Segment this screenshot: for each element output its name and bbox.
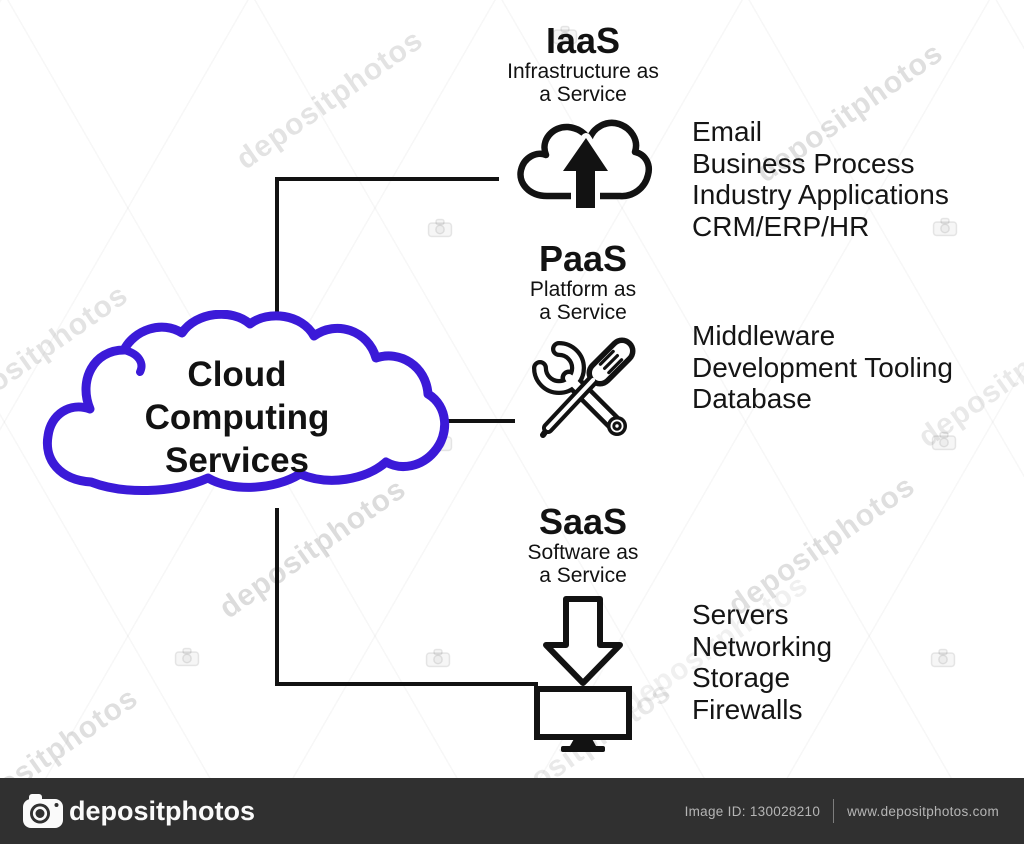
cloud-outline-path (42, 310, 450, 495)
camera-watermark-icon (932, 217, 958, 237)
camera-watermark-icon (552, 25, 578, 45)
cloud-label-line1: Cloud (187, 355, 287, 394)
iaas-title: IaaS (545, 20, 621, 61)
service-item: Firewalls (692, 693, 803, 725)
service-item: Servers (692, 599, 789, 630)
service-item: Industry Applications (692, 179, 949, 211)
cloud-label-line2: Computing (144, 398, 330, 437)
cloud-upload-icon (517, 119, 652, 213)
saas-item-list: Servers Networking Storage Firewalls (692, 599, 832, 725)
service-item: Business Process (692, 147, 915, 179)
connector-saas-horizontal (275, 682, 538, 686)
iaas-item-list: Email Business Process Industry Applicat… (692, 116, 949, 242)
camera-watermark-icon (427, 218, 453, 238)
paas-subtitle1: Platform as (529, 278, 637, 301)
service-item: Development Tooling (692, 351, 953, 383)
paas-title: PaaS (538, 238, 628, 279)
service-item: Database (692, 383, 812, 415)
paas-item-list: Middleware Development Tooling Database (692, 320, 953, 415)
service-item: Networking (692, 630, 833, 662)
iaas-subtitle2: a Service (539, 83, 627, 106)
service-item: CRM/ERP/HR (692, 210, 870, 242)
saas-subtitle2: a Service (539, 564, 627, 587)
download-to-monitor-icon (534, 596, 632, 752)
camera-watermark-icon (174, 647, 200, 667)
footer-meta: Image ID: 130028210 www.depositphotos.co… (685, 778, 999, 844)
cloud-label: Cloud Computing Services (97, 353, 377, 482)
saas-title: SaaS (538, 501, 628, 542)
wrench-screwdriver-icon (532, 337, 636, 438)
brand-name: depositphotos (69, 795, 255, 826)
connector-iaas-horizontal (275, 177, 499, 181)
branch-iaas: IaaS Infrastructure as a Service (443, 22, 723, 214)
camera-watermark-icon (931, 431, 957, 451)
camera-watermark-icon (930, 648, 956, 668)
service-item: Middleware (692, 320, 836, 351)
cloud-label-line3: Services (164, 441, 310, 480)
brand-logo: depositphotos (22, 778, 255, 844)
camera-watermark-icon (425, 648, 451, 668)
footer-divider (833, 799, 835, 823)
cloud-shape (42, 310, 450, 495)
connector-saas-vertical (275, 508, 279, 686)
watermark-text: depositphotos (230, 23, 430, 177)
paas-subtitle2: a Service (539, 301, 627, 324)
footer-bar: depositphotos Image ID: 130028210 www.de… (0, 778, 1024, 844)
connector-paas-horizontal (418, 419, 515, 423)
saas-subtitle1: Software as (527, 541, 639, 564)
connector-iaas-vertical (275, 177, 279, 317)
service-item: Email (692, 116, 763, 147)
branch-saas: SaaS Software as a Service (443, 503, 723, 755)
iaas-subtitle1: Infrastructure as (507, 60, 659, 83)
website-text: www.depositphotos.com (847, 803, 999, 819)
branch-paas: PaaS Platform as a Service (443, 240, 723, 450)
camera-icon (23, 794, 63, 828)
cloud-pen-curl (120, 346, 146, 376)
image-id-text: Image ID: 130028210 (684, 803, 821, 819)
service-item: Storage (692, 662, 791, 694)
